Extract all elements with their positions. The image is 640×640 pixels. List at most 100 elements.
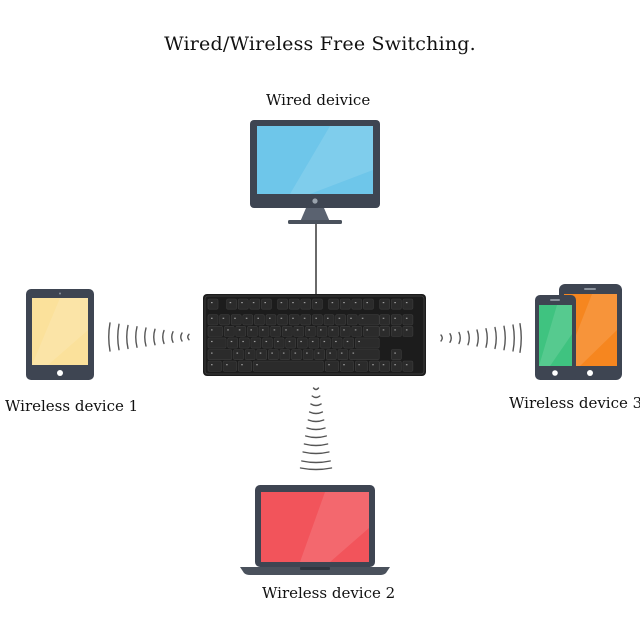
keyboard-key bbox=[346, 314, 358, 326]
keyboard-key bbox=[314, 349, 326, 360]
keyboard-key bbox=[230, 314, 242, 326]
keyboard-key bbox=[252, 360, 324, 372]
keyboard-key bbox=[312, 298, 323, 310]
keyboard-key bbox=[316, 325, 328, 337]
keyboard-key bbox=[242, 314, 254, 326]
signal-arc bbox=[519, 323, 522, 353]
keyboard-key bbox=[339, 298, 351, 310]
keyboard-key bbox=[302, 349, 314, 360]
keyboard-key bbox=[379, 360, 391, 372]
signal-arc bbox=[485, 328, 488, 348]
keyboard-key bbox=[288, 314, 300, 326]
keyboard-key bbox=[223, 325, 235, 337]
keyboard-key bbox=[207, 325, 223, 337]
keyboard-key bbox=[368, 360, 380, 372]
keyboard-key bbox=[320, 337, 331, 349]
keyboard-key bbox=[227, 337, 238, 349]
keyboard-icon bbox=[203, 294, 426, 376]
keyboard-key bbox=[256, 349, 268, 360]
keyboard-key bbox=[339, 360, 355, 372]
keyboard-key bbox=[363, 325, 380, 337]
keyboard-key bbox=[312, 314, 323, 326]
keyboard-key bbox=[244, 349, 256, 360]
signal-arc bbox=[307, 419, 325, 423]
keyboard-key bbox=[337, 349, 349, 360]
signal-arc bbox=[310, 403, 322, 407]
keyboard-key bbox=[277, 314, 288, 326]
signal-arc bbox=[308, 411, 324, 415]
keyboard-key bbox=[219, 314, 230, 326]
keyboard-key bbox=[324, 360, 340, 372]
keyboard-key bbox=[237, 360, 252, 372]
signal-arc bbox=[458, 331, 461, 345]
keyboard-key bbox=[265, 314, 277, 326]
keyboard-key bbox=[300, 314, 312, 326]
signal-arc bbox=[305, 435, 327, 439]
signal-arc bbox=[117, 323, 120, 351]
signal-arc bbox=[503, 325, 506, 351]
diagram-title: Wired/Wireless Free Switching. bbox=[164, 33, 476, 55]
keyboard-key bbox=[293, 325, 305, 337]
signal-arc bbox=[187, 333, 190, 341]
keyboard-key bbox=[328, 325, 339, 337]
signal-arc bbox=[494, 326, 497, 350]
keyboard-key bbox=[207, 314, 219, 326]
keyboard-key bbox=[261, 298, 272, 310]
keyboard-key bbox=[354, 337, 380, 349]
keyboard-keys bbox=[207, 298, 414, 372]
keyboard-key bbox=[270, 325, 281, 337]
keyboard-key bbox=[250, 337, 262, 349]
keyboard-key bbox=[249, 298, 261, 310]
signal-arc bbox=[467, 330, 470, 346]
keyboard-key bbox=[300, 298, 312, 310]
signal-arc bbox=[180, 332, 183, 342]
keyboard-key bbox=[207, 337, 227, 349]
signal-arc bbox=[303, 443, 329, 447]
signal-arc bbox=[476, 329, 479, 347]
keyboard-key bbox=[288, 298, 300, 310]
signal-arc bbox=[440, 334, 443, 342]
keyboard-key bbox=[323, 314, 335, 326]
keyboard-key bbox=[273, 337, 285, 349]
keyboard-key bbox=[207, 360, 222, 372]
keyboard-key bbox=[277, 298, 288, 310]
wireless-signal-waves bbox=[108, 322, 522, 471]
keyboard-key bbox=[281, 325, 293, 337]
keyboard-key bbox=[285, 337, 297, 349]
wireless-device-2-label: Wireless device 2 bbox=[262, 584, 396, 602]
keyboard-key bbox=[335, 314, 346, 326]
wireless-device-1-label: Wireless device 1 bbox=[5, 397, 139, 415]
wired-device-label: Wired deivice bbox=[266, 91, 371, 109]
signal-arc bbox=[306, 427, 326, 431]
signal-arc bbox=[153, 328, 156, 346]
laptop-screen bbox=[261, 492, 369, 562]
keyboard-key bbox=[390, 314, 402, 326]
keyboard-key bbox=[222, 360, 237, 372]
keyboard-key bbox=[237, 298, 249, 310]
monitor-screen bbox=[257, 126, 373, 194]
wireless-device-3-label: Wireless device 3 bbox=[509, 394, 640, 412]
keyboard-key bbox=[296, 337, 308, 349]
keyboard-key bbox=[254, 314, 265, 326]
signal-arc bbox=[301, 460, 331, 464]
keyboard-key bbox=[402, 314, 414, 326]
keyboard-key bbox=[207, 349, 233, 360]
keyboard-key bbox=[354, 360, 368, 372]
keyboard-key bbox=[379, 325, 391, 337]
keyboard-key bbox=[262, 337, 273, 349]
keyboard-key bbox=[390, 298, 402, 310]
signal-arc bbox=[512, 324, 515, 352]
smartphones-icon bbox=[535, 284, 622, 380]
keyboard-key bbox=[390, 325, 402, 337]
keyboard-key bbox=[247, 325, 258, 337]
signal-arc bbox=[311, 395, 321, 399]
keyboard-key bbox=[328, 298, 339, 310]
keyboard-key bbox=[235, 325, 247, 337]
keyboard-key bbox=[325, 349, 337, 360]
keyboard-key bbox=[349, 349, 380, 360]
signal-arc bbox=[312, 387, 320, 391]
keyboard-key bbox=[233, 349, 244, 360]
signal-arc bbox=[126, 324, 129, 350]
keyboard-key bbox=[390, 360, 402, 372]
